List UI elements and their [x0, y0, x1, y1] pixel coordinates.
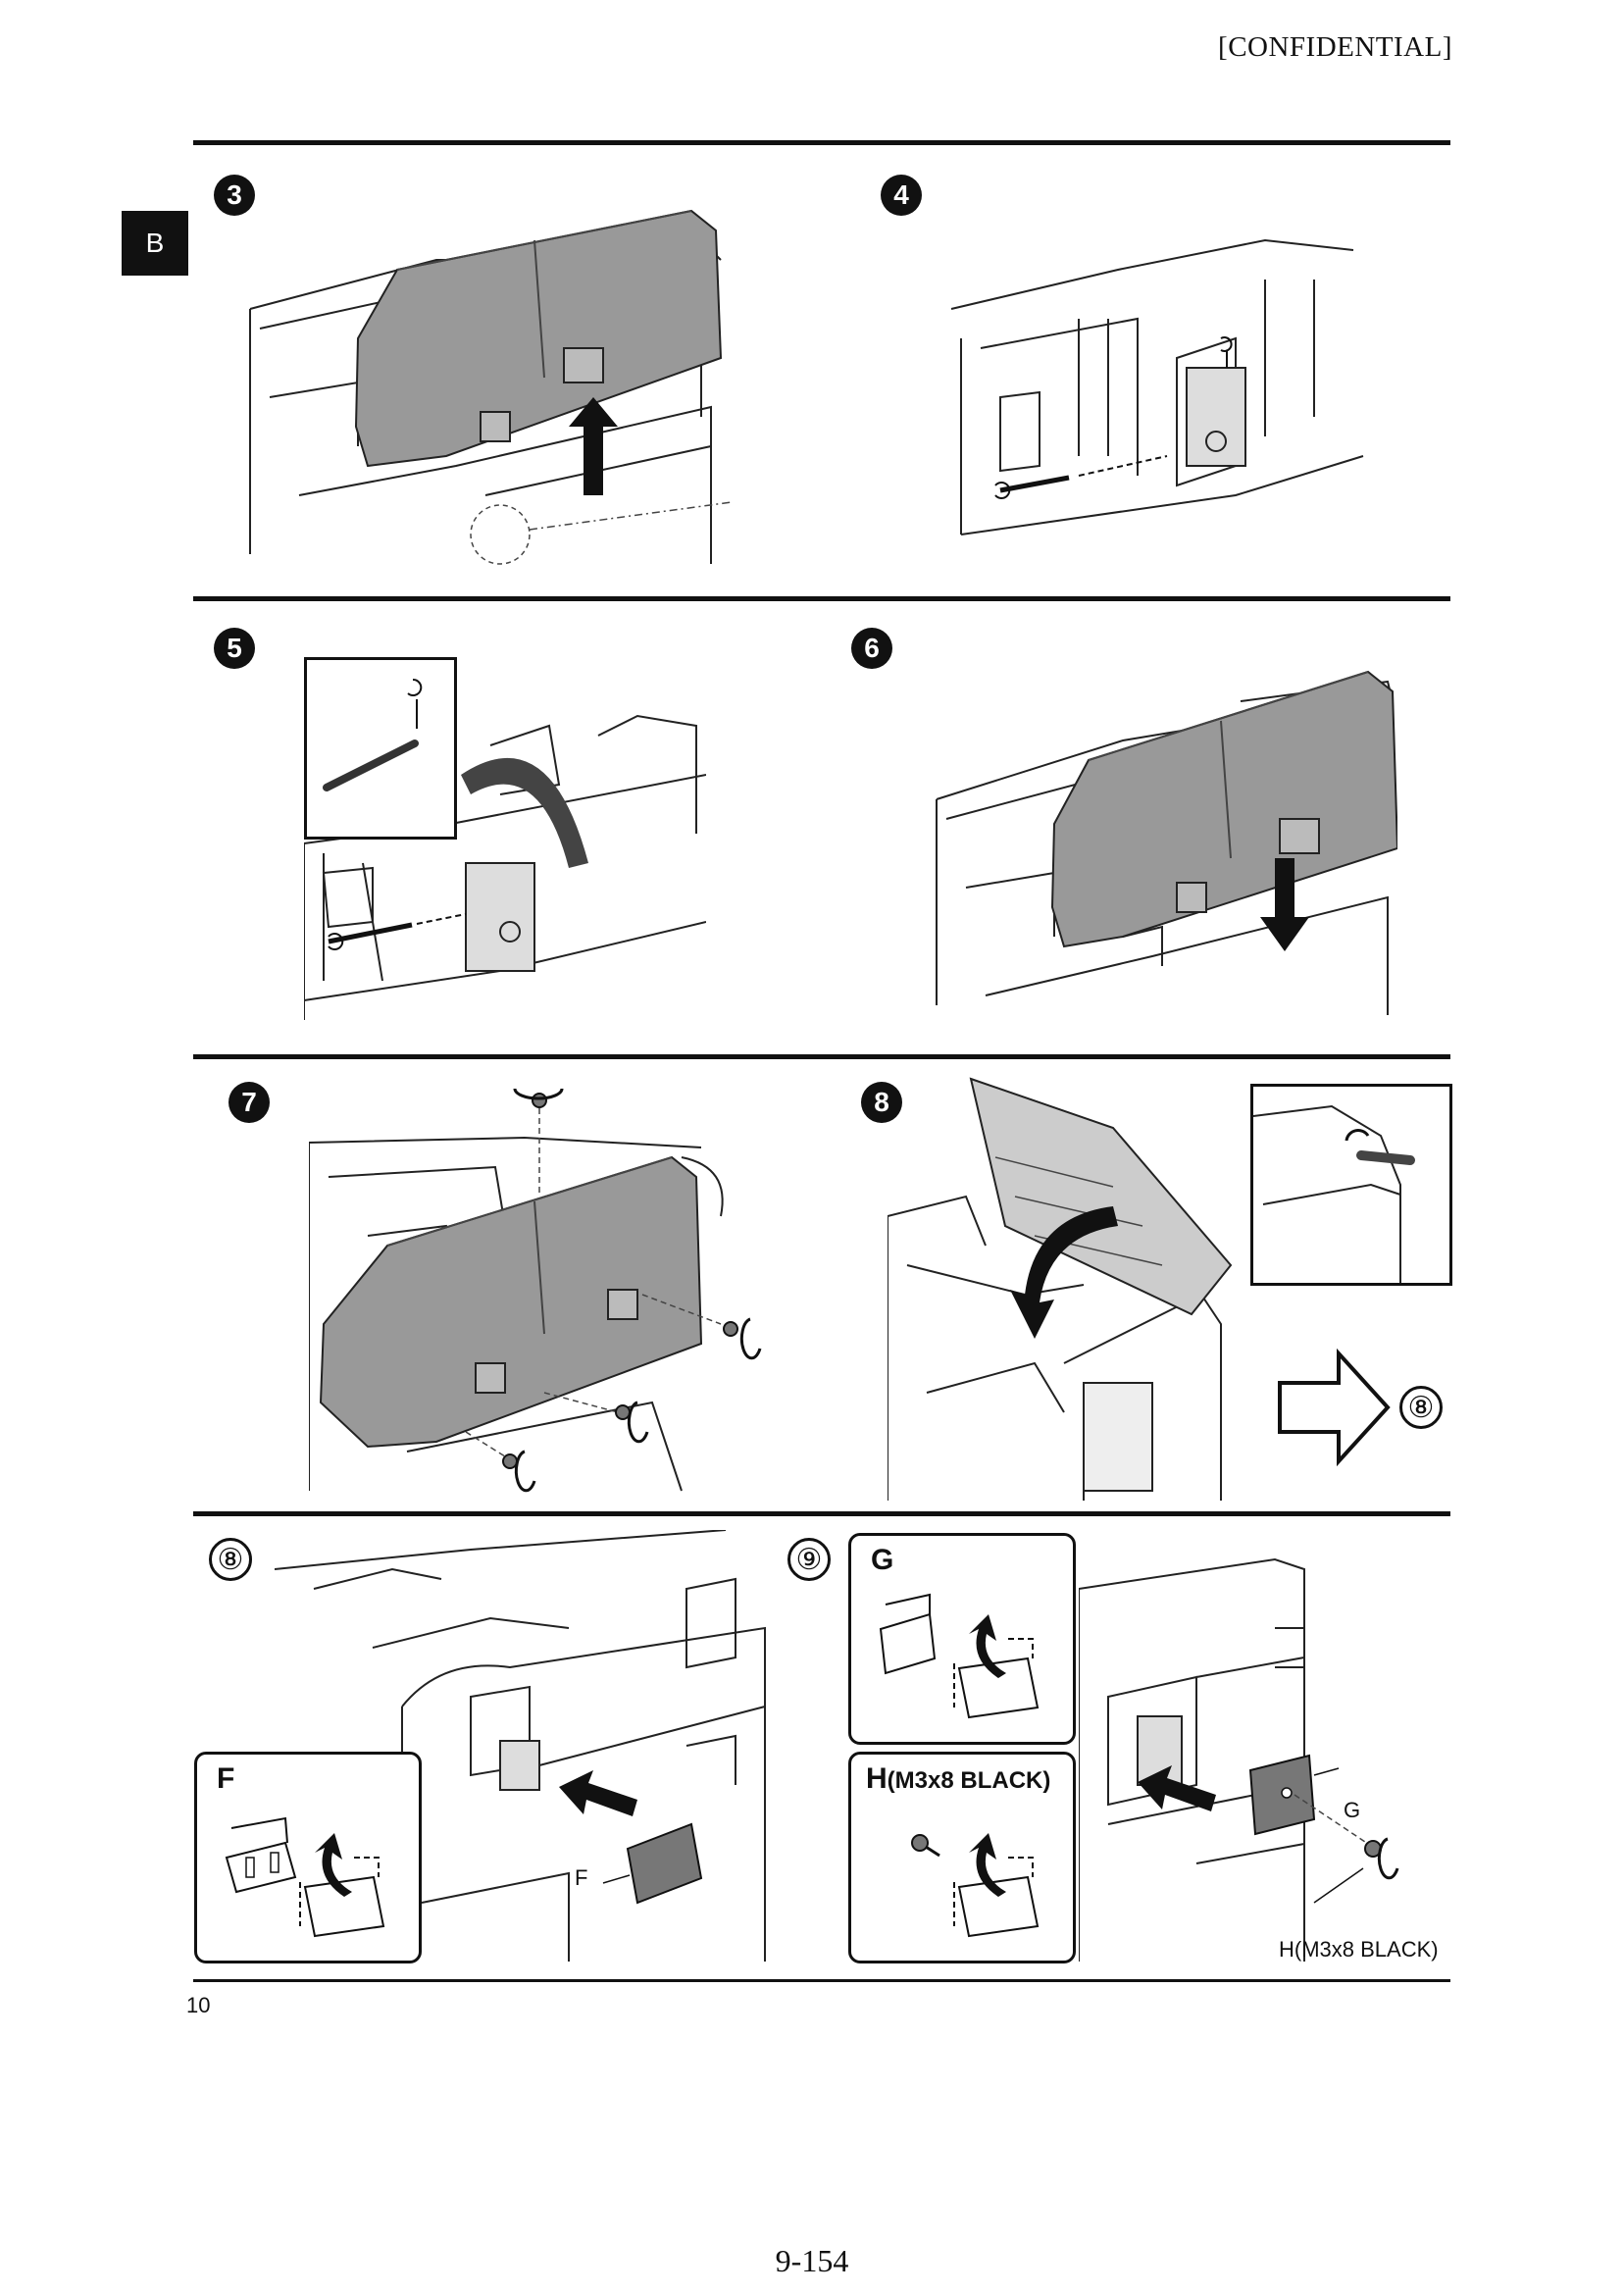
row-divider-top	[193, 140, 1450, 145]
row-divider-bottom	[193, 1979, 1450, 1982]
step-4-illustration	[950, 238, 1364, 535]
step-3-illustration	[249, 209, 731, 565]
section-page-number: 10	[186, 1993, 211, 2017]
step-5-detail-inset	[304, 657, 457, 840]
section-tab: B	[122, 211, 188, 276]
step-7-illustration	[309, 1088, 762, 1493]
part-h-inset: H(M3x8 BLACK)	[848, 1752, 1076, 1963]
step-7-badge: 7	[228, 1082, 270, 1123]
row-divider-3	[193, 1054, 1450, 1059]
part-g-inset: G	[848, 1533, 1076, 1745]
part-g-icon	[879, 1593, 1040, 1719]
part-g-callout: G	[1344, 1798, 1361, 1822]
e-ring-detail	[323, 678, 423, 791]
step-4-badge: 4	[881, 175, 922, 216]
part-h-icon	[911, 1833, 1040, 1938]
step-8-detail-inset	[1250, 1084, 1452, 1286]
part-h-title: H(M3x8 BLACK)	[866, 1762, 1050, 1796]
part-f-inset: F	[194, 1752, 422, 1963]
part-g-label: G	[871, 1544, 894, 1576]
next-step-arrow	[1278, 1349, 1391, 1466]
step-5-illustration	[304, 714, 706, 1020]
goto-step-8-badge: ⑧	[1399, 1386, 1443, 1429]
confidential-header: [CONFIDENTIAL]	[1218, 31, 1452, 63]
part-h-callout: H(M3x8 BLACK)	[1279, 1937, 1439, 1962]
part-f-label: F	[217, 1762, 235, 1795]
lever-detail	[1252, 1104, 1415, 1283]
step-9-badge: ⑨	[787, 1538, 831, 1581]
row-divider-2	[193, 596, 1450, 601]
part-h-spec: (M3x8 BLACK)	[887, 1767, 1051, 1794]
part-f-icon	[225, 1816, 385, 1938]
step-8-illustration	[888, 1077, 1233, 1501]
step-3-badge: 3	[214, 175, 255, 216]
step-8b-badge: ⑧	[209, 1538, 252, 1581]
step-6-illustration	[936, 670, 1397, 1015]
part-h-letter: H	[866, 1762, 888, 1795]
step-5-badge: 5	[214, 628, 255, 669]
part-f-callout: F	[575, 1865, 588, 1890]
page-number: 9-154	[775, 2243, 849, 2278]
step-6-badge: 6	[851, 628, 892, 669]
step-8-badge: 8	[861, 1082, 902, 1123]
row-divider-4	[193, 1511, 1450, 1516]
step-9-illustration	[1079, 1557, 1399, 1962]
